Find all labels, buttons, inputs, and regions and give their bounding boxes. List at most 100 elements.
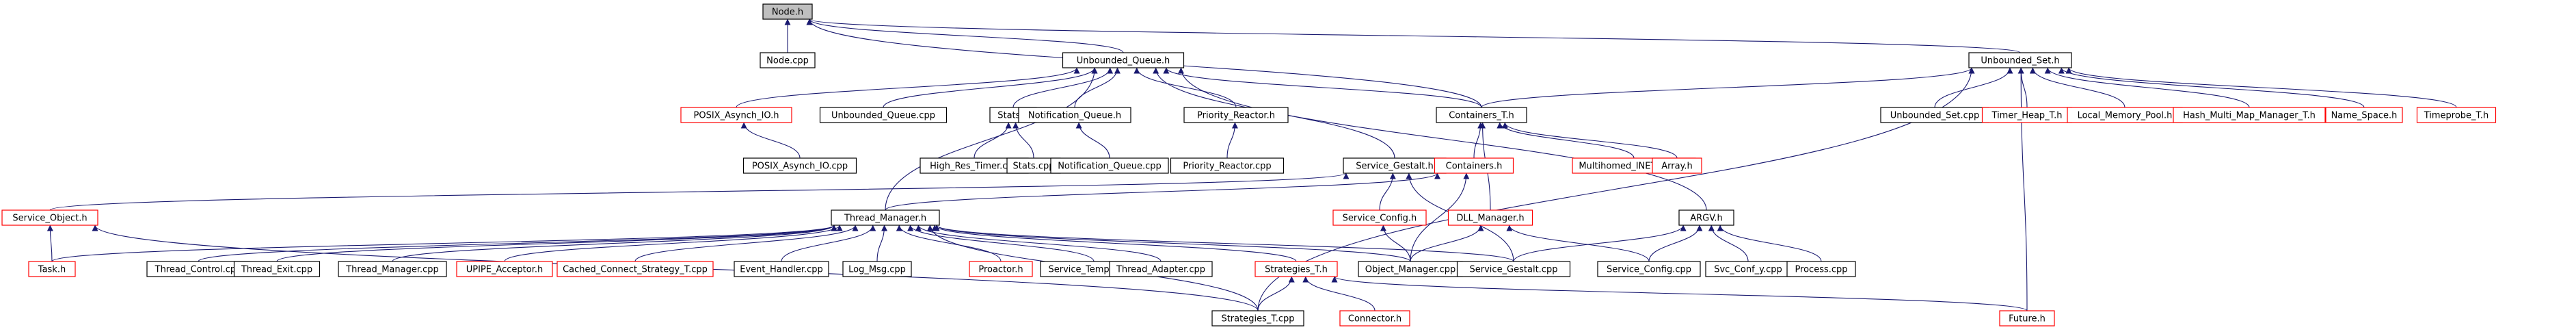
- node-thread-manager-h[interactable]: Thread_Manager.h: [831, 209, 940, 226]
- node-box: [1999, 310, 2055, 327]
- node-task-h[interactable]: Task.h: [28, 261, 76, 277]
- node-timeprobe-t-h[interactable]: Timeprobe_T.h: [2416, 107, 2497, 123]
- node-array-h[interactable]: Array.h: [1652, 157, 1702, 174]
- node-label: Thread_Manager.cpp: [345, 265, 439, 275]
- edge-stats-cpp-to-stats-h: [1012, 122, 1034, 159]
- node-dll-manager-h[interactable]: DLL_Manager.h: [1447, 209, 1533, 226]
- node-box: [1050, 157, 1169, 174]
- edge-name-space-h-to-unbounded-set-h: [2058, 67, 2365, 108]
- node-service-config-cpp[interactable]: Service_Config.cpp: [1597, 261, 1701, 277]
- node-service-gestalt-cpp[interactable]: Service_Gestalt.cpp: [1456, 261, 1571, 277]
- node-connector-h[interactable]: Connector.h: [1339, 310, 1410, 327]
- node-label: Service_Object.h: [12, 214, 87, 224]
- node-box: [1062, 52, 1185, 68]
- node-label: Strategies_T.cpp: [1221, 314, 1294, 324]
- node-label: Thread_Manager.h: [844, 214, 926, 224]
- node-label: DLL_Manager.h: [1456, 214, 1524, 224]
- node-box: [2325, 107, 2403, 123]
- node-label: Connector.h: [1348, 314, 1401, 324]
- edge-service-object-h-to-service-gestalt-h: [49, 173, 1349, 211]
- node-label: Future.h: [2009, 314, 2045, 324]
- node-svc-conf-y-cpp[interactable]: Svc_Conf_y.cpp: [1705, 261, 1791, 277]
- node-timer-heap-t-h[interactable]: Timer_Heap_T.h: [1981, 107, 2073, 123]
- node-box: [1332, 209, 1427, 226]
- edge-future-h-to-unbounded-set-h: [2017, 67, 2028, 311]
- node-event-handler-cpp[interactable]: Event_Handler.cpp: [734, 261, 829, 277]
- node-service-object-h[interactable]: Service_Object.h: [1, 209, 98, 226]
- node-unbounded-set-h[interactable]: Unbounded_Set.h: [1968, 52, 2072, 68]
- node-label: Node.cpp: [766, 56, 809, 66]
- node-high-res-timer-cpp[interactable]: High_Res_Timer.cpp: [920, 157, 1029, 174]
- edge-object-manager-cpp-to-dll-manager-h: [1410, 225, 1484, 262]
- node-name-space-h[interactable]: Name_Space.h: [2325, 107, 2403, 123]
- node-service-gestalt-h[interactable]: Service_Gestalt.h: [1343, 157, 1447, 174]
- node-box: [1597, 261, 1701, 277]
- node-box: [1968, 52, 2072, 68]
- node-log-msg-cpp[interactable]: Log_Msg.cpp: [842, 261, 912, 277]
- edge-process-cpp-to-argv-h: [1717, 225, 1822, 262]
- node-label: Task.h: [38, 265, 66, 275]
- node-thread-control-cpp[interactable]: Thread_Control.cpp: [146, 261, 250, 277]
- node-label: Service_Config.cpp: [1607, 265, 1691, 275]
- node-priority-reactor-h[interactable]: Priority_Reactor.h: [1183, 107, 1289, 123]
- edge-service-config-h-to-service-gestalt-h: [1379, 173, 1396, 211]
- node-unbounded-queue-cpp[interactable]: Unbounded_Queue.cpp: [819, 107, 948, 123]
- node-label: Notification_Queue.h: [1028, 111, 1121, 121]
- edge-future-h-to-strategies-t-h: [1331, 276, 2028, 311]
- node-label: Unbounded_Queue.h: [1077, 56, 1170, 66]
- node-containers-h[interactable]: Containers.h: [1434, 157, 1514, 174]
- node-label: High_Res_Timer.cpp: [930, 162, 1019, 172]
- edge-unbounded-set-cpp-to-unbounded-set-h: [1934, 67, 2013, 108]
- edge-unbounded-set-h-to-node-h: [807, 18, 2021, 53]
- node-containers-t-h[interactable]: Containers_T.h: [1436, 107, 1527, 123]
- node-argv-h[interactable]: ARGV.h: [1678, 209, 1734, 226]
- edge-proactor-h-to-thread-manager-h: [896, 225, 1002, 262]
- node-local-memory-pool-h[interactable]: Local_Memory_Pool.h: [2067, 107, 2183, 123]
- node-label: Notification_Queue.cpp: [1058, 162, 1162, 172]
- node-label: Name_Space.h: [2331, 111, 2398, 121]
- node-thread-adapter-cpp[interactable]: Thread_Adapter.cpp: [1109, 261, 1213, 277]
- node-thread-manager-cpp[interactable]: Thread_Manager.cpp: [338, 261, 447, 277]
- edge-cached-connect-strategy-t-cpp-to-thread-manager-h: [634, 225, 859, 262]
- node-notification-queue-h[interactable]: Notification_Queue.h: [1018, 107, 1131, 123]
- edge-unbounded-queue-cpp-to-unbounded-queue-h: [883, 67, 1098, 108]
- node-future-h[interactable]: Future.h: [1999, 310, 2055, 327]
- edge-array-h-to-containers-t-h: [1501, 122, 1678, 159]
- node-label: POSIX_Asynch_IO.cpp: [752, 162, 848, 172]
- edge-high-res-timer-cpp-to-stats-h: [974, 122, 1012, 159]
- node-strategies-t-cpp[interactable]: Strategies_T.cpp: [1211, 310, 1304, 327]
- node-box: [1183, 107, 1289, 123]
- node-strategies-t-h[interactable]: Strategies_T.h: [1255, 261, 1338, 277]
- node-service-config-h[interactable]: Service_Config.h: [1332, 209, 1427, 226]
- node-box: [1339, 310, 1410, 327]
- node-priority-reactor-cpp[interactable]: Priority_Reactor.cpp: [1170, 157, 1285, 174]
- edge-thread-control-cpp-to-thread-manager-h: [198, 225, 837, 262]
- edge-object-manager-cpp-to-service-config-h: [1380, 225, 1411, 262]
- node-process-cpp[interactable]: Process.cpp: [1786, 261, 1856, 277]
- node-posix-asynch-io-h[interactable]: POSIX_Asynch_IO.h: [680, 107, 792, 123]
- node-unbounded-queue-h[interactable]: Unbounded_Queue.h: [1062, 52, 1185, 68]
- node-hash-multi-map-manager-t-h[interactable]: Hash_Multi_Map_Manager_T.h: [2173, 107, 2326, 123]
- node-upipe-acceptor-h[interactable]: UPIPE_Acceptor.h: [456, 261, 553, 277]
- node-posix-asynch-io-cpp[interactable]: POSIX_Asynch_IO.cpp: [742, 157, 857, 174]
- node-thread-exit-cpp[interactable]: Thread_Exit.cpp: [233, 261, 321, 277]
- node-unbounded-set-cpp[interactable]: Unbounded_Set.cpp: [1880, 107, 1989, 123]
- node-node-cpp[interactable]: Node.cpp: [760, 52, 816, 68]
- node-label: POSIX_Asynch_IO.h: [694, 111, 779, 121]
- node-label: Node.h: [772, 8, 803, 18]
- node-box: [760, 52, 816, 68]
- node-proactor-h[interactable]: Proactor.h: [969, 261, 1033, 277]
- node-box: [969, 261, 1033, 277]
- edge-service-gestalt-cpp-to-thread-manager-h: [933, 225, 1514, 262]
- node-label: Array.h: [1661, 162, 1693, 172]
- edge-posix-asynch-io-cpp-to-posix-asynch-io-h: [740, 122, 801, 159]
- node-label: Hash_Multi_Map_Manager_T.h: [2183, 111, 2316, 121]
- node-notification-queue-cpp[interactable]: Notification_Queue.cpp: [1050, 157, 1169, 174]
- edge-object-manager-cpp-to-containers-h: [1410, 173, 1470, 262]
- edge-posix-asynch-io-h-to-unbounded-queue-h: [736, 67, 1080, 108]
- node-label: Thread_Control.cpp: [155, 265, 242, 275]
- node-label: Strategies_T.h: [1265, 265, 1328, 275]
- node-object-manager-cpp[interactable]: Object_Manager.cpp: [1358, 261, 1463, 277]
- edge-timer-heap-t-h-to-unbounded-set-h: [2017, 67, 2028, 108]
- node-cached-connect-strategy-t-cpp[interactable]: Cached_Connect_Strategy_T.cpp: [556, 261, 714, 277]
